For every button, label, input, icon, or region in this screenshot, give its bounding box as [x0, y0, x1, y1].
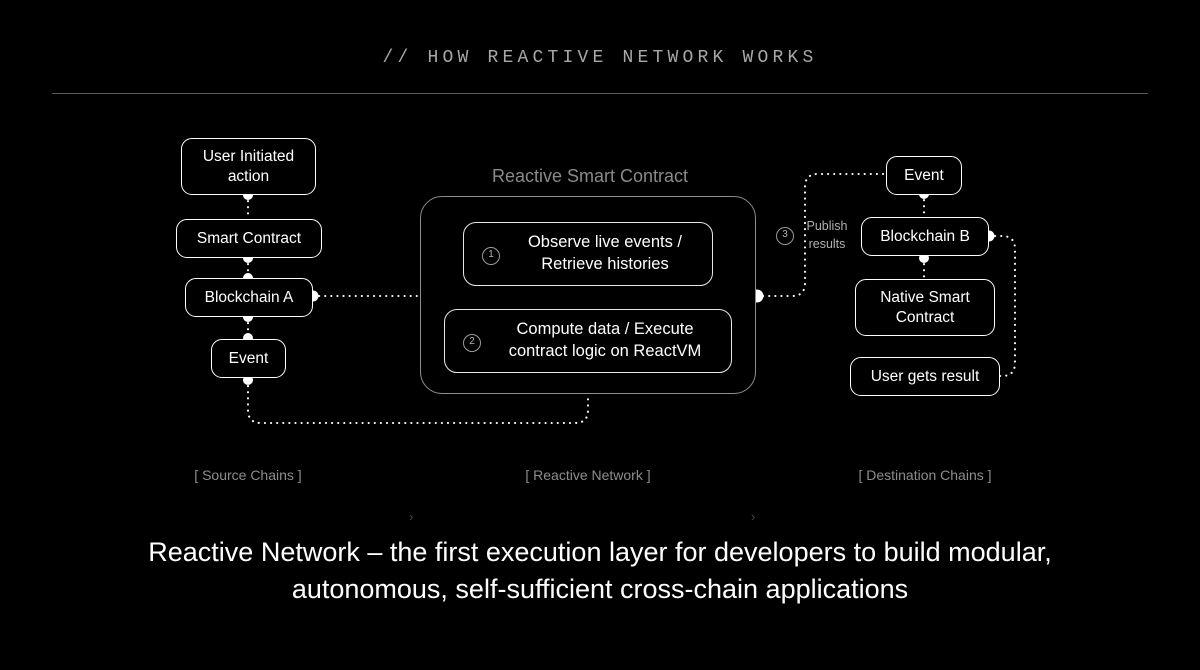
node-label: Blockchain A: [204, 288, 294, 306]
node-label: Event: [904, 166, 944, 184]
header-divider: [52, 93, 1148, 94]
publish-results-line1: Publish: [806, 219, 848, 233]
node-native-smart-contract[interactable]: Native Smart Contract: [855, 279, 995, 336]
node-event-source[interactable]: Event: [211, 339, 286, 378]
step-2-box[interactable]: 2 Compute data / Execute contract logic …: [444, 309, 732, 373]
node-blockchain-b[interactable]: Blockchain B: [861, 217, 989, 256]
step-1-badge: 1: [482, 247, 500, 265]
node-label: Blockchain B: [880, 227, 970, 245]
section-label-reactive-network: [ Reactive Network ]: [525, 467, 651, 483]
chevron-right-icon-right: ›: [751, 509, 756, 524]
caption-line-2: autonomous, self-sufficient cross-chain …: [291, 573, 909, 604]
node-label: Native Smart Contract: [880, 288, 970, 326]
node-blockchain-a[interactable]: Blockchain A: [185, 278, 313, 317]
node-smart-contract[interactable]: Smart Contract: [176, 219, 322, 258]
step-2-label: Compute data / Execute contract logic on…: [508, 320, 702, 360]
caption-line-1: Reactive Network – the first execution l…: [148, 537, 1052, 567]
section-label-source-chains: [ Source Chains ]: [194, 467, 302, 483]
step-1-label: Observe live events / Retrieve histories: [527, 233, 683, 273]
publish-results-line2: results: [808, 237, 846, 252]
step-1-box[interactable]: 1 Observe live events / Retrieve histori…: [463, 222, 713, 286]
chevron-right-icon-left: ›: [409, 509, 414, 524]
publish-results-label: Publish results: [797, 217, 857, 253]
node-user-gets-result[interactable]: User gets result: [850, 357, 1000, 396]
node-label: User Initiated action: [202, 147, 295, 185]
step-3-badge: 3: [776, 227, 794, 245]
node-label: Smart Contract: [196, 229, 302, 247]
reactive-smart-contract-title: Reactive Smart Contract: [491, 166, 689, 186]
node-label: Event: [228, 349, 269, 367]
node-label: User gets result: [870, 367, 980, 385]
node-event-destination[interactable]: Event: [886, 156, 962, 195]
page-kicker: // HOW REACTIVE NETWORK WORKS: [382, 48, 818, 68]
node-user-initiated-action[interactable]: User Initiated action: [181, 138, 316, 195]
page-caption: Reactive Network – the first execution l…: [90, 534, 1110, 608]
section-label-destination-chains: [ Destination Chains ]: [858, 467, 992, 483]
step-2-badge: 2: [463, 334, 481, 352]
